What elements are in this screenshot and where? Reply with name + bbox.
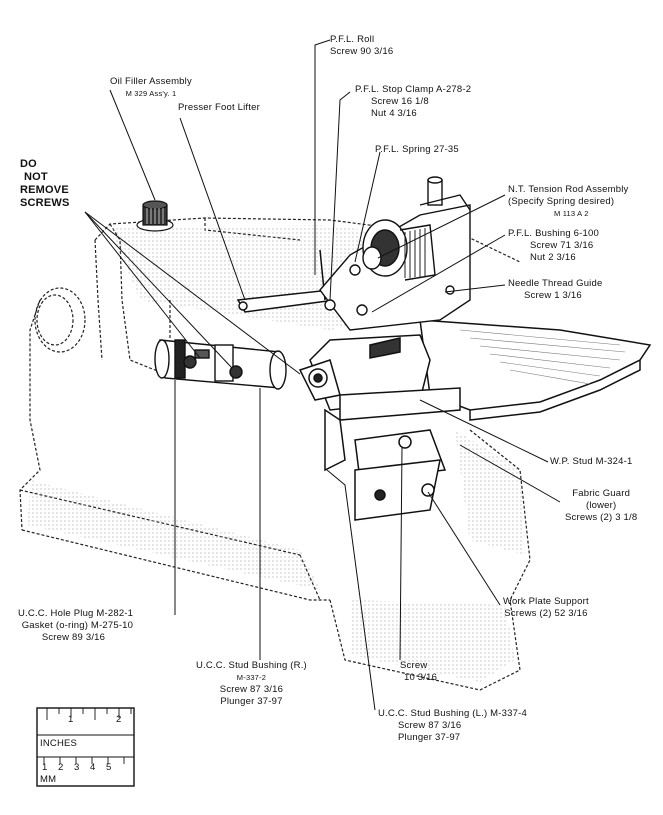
label-ucc-hole-plug: U.C.C. Hole Plug M-282-1 Gasket (o-ring)… bbox=[18, 608, 134, 643]
label-do-not-remove-screws: DO NOT REMOVE SCREWS bbox=[20, 158, 70, 209]
scale-ruler bbox=[36, 707, 135, 787]
oil-filler-cap bbox=[136, 200, 174, 232]
scale-inches-label: INCHES bbox=[40, 738, 78, 749]
scale-mm-label: MM bbox=[40, 774, 57, 785]
label-screw-10: Screw 10 3/16 bbox=[400, 660, 438, 683]
scale-mm-tick-1: 1 bbox=[42, 762, 48, 773]
label-pfl-spring: P.F.L. Spring 27-35 bbox=[375, 144, 459, 155]
label-ucc-stud-bushing-r: U.C.C. Stud Bushing (R.) M-337-2 Screw 8… bbox=[196, 660, 307, 707]
label-work-plate-support: Work Plate Support Screws (2) 52 3/16 bbox=[503, 596, 589, 619]
scale-inch-tick-1: 1 bbox=[68, 714, 74, 725]
label-wp-stud: W.P. Stud M-324-1 bbox=[550, 456, 633, 467]
work-plate-lines bbox=[459, 329, 626, 385]
label-pfl-bushing: P.F.L. Bushing 6-100 Screw 71 3/16 Nut 2… bbox=[508, 228, 599, 263]
label-pfl-stop-clamp: P.F.L. Stop Clamp A-278-2 Screw 16 1/8 N… bbox=[355, 84, 472, 119]
label-needle-thread-guide: Needle Thread Guide Screw 1 3/16 bbox=[508, 278, 603, 301]
label-presser-foot-lifter: Presser Foot Lifter bbox=[178, 102, 260, 113]
scale-mm-tick-3: 3 bbox=[74, 762, 80, 773]
stud-bushing-assembly bbox=[154, 339, 287, 390]
scale-mm-tick-5: 5 bbox=[106, 762, 112, 773]
leader-lines bbox=[84, 39, 561, 711]
needle-head bbox=[298, 334, 461, 521]
label-fabric-guard: Fabric Guard (lower) Screws (2) 3 1/8 bbox=[565, 488, 638, 523]
scale-mm-tick-4: 4 bbox=[90, 762, 96, 773]
label-ucc-stud-bushing-l: U.C.C. Stud Bushing (L.) M-337-4 Screw 8… bbox=[378, 708, 527, 743]
scale-mm-tick-2: 2 bbox=[58, 762, 64, 773]
label-nt-tension-rod: N.T. Tension Rod Assembly (Specify Sprin… bbox=[508, 184, 629, 218]
tension-assembly bbox=[319, 176, 471, 331]
label-oil-filler: Oil Filler Assembly M 329 Ass'y. 1 bbox=[110, 76, 192, 98]
scale-inch-tick-2: 2 bbox=[116, 714, 122, 725]
